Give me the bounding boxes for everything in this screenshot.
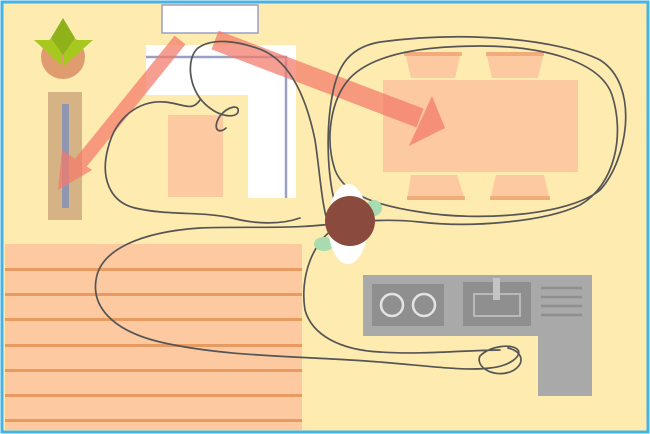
wood-floor-rug-base (5, 244, 302, 430)
person-hand-left (314, 237, 334, 251)
kitchen-counter (363, 275, 592, 396)
stovetop (372, 284, 444, 326)
wood-plank-line (5, 268, 302, 271)
person-icon (314, 184, 382, 264)
window (161, 4, 259, 34)
sink-icon (463, 278, 531, 326)
wood-plank-line (5, 318, 302, 321)
plant-leaf-right (64, 40, 93, 66)
wood-floor-planks (5, 268, 302, 422)
dining-chair (407, 175, 465, 200)
l-shaped-counter-top (146, 45, 296, 198)
dining-chair (404, 52, 462, 78)
burner-left (379, 292, 405, 318)
drying-rack (541, 286, 582, 317)
dining-chair (490, 175, 550, 200)
arrow-to-shelf (58, 35, 186, 190)
wood-plank-line (5, 344, 302, 347)
plant-leaf-center (51, 18, 75, 55)
counter-cabinet (168, 115, 223, 197)
movement-trail (94, 35, 627, 375)
plant-leaf-left (34, 40, 62, 66)
dining-chair (486, 52, 544, 78)
movement-arrows (58, 30, 445, 190)
person-head (325, 196, 375, 246)
wood-plank-line (5, 369, 302, 372)
stovetop-icon (372, 284, 444, 326)
wood-floor-rug (5, 244, 302, 430)
faucet-icon (493, 278, 500, 300)
potted-plant (34, 18, 93, 79)
wood-plank-line (5, 394, 302, 397)
arrow-to-dining-table (211, 30, 445, 146)
dining-table (383, 80, 578, 172)
dining-set (383, 52, 578, 200)
burner-right (411, 292, 437, 318)
plant-icon (34, 18, 93, 66)
wood-plank-line (5, 293, 302, 296)
l-shaped-counter (146, 45, 296, 198)
wood-plank-line (5, 419, 302, 422)
